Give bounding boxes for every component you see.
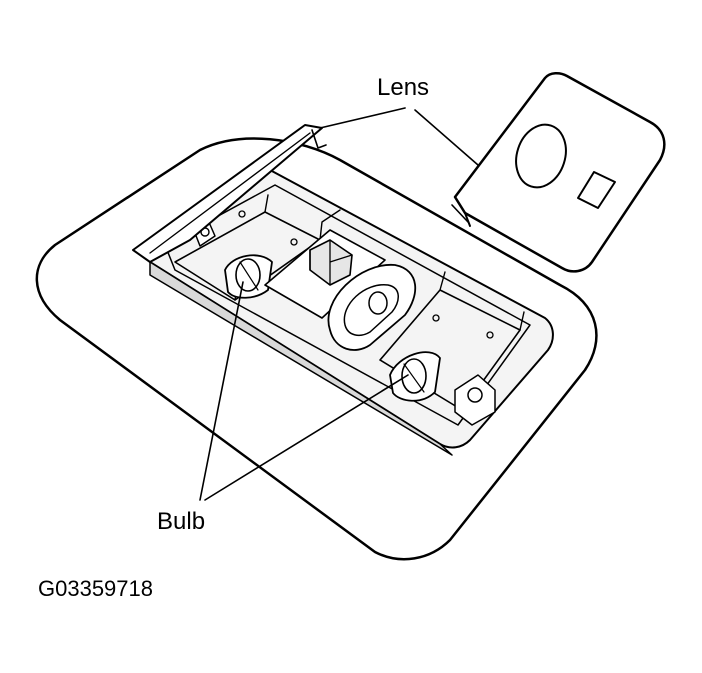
hinge-strip-inner-edge xyxy=(149,132,311,254)
housing-screws xyxy=(238,210,494,339)
bulb-leader-lines xyxy=(199,281,409,501)
left-bulb-socket xyxy=(224,254,273,299)
lens-leader-lines xyxy=(319,107,479,166)
lens-label: Lens xyxy=(377,74,430,101)
right-terminal xyxy=(454,374,496,426)
center-oval-switch xyxy=(327,264,417,351)
bulb-label: Bulb xyxy=(157,508,206,535)
lens-rect-window xyxy=(577,171,616,209)
right-bulb-socket xyxy=(389,351,441,402)
housing-inner-frame xyxy=(164,184,531,426)
center-switch-compartment xyxy=(264,229,386,319)
figure-id: G03359718 xyxy=(38,576,153,601)
lens-cover xyxy=(451,72,666,273)
lens-oval-window xyxy=(515,123,567,189)
hinge-tab xyxy=(311,129,327,149)
housing-front-lip xyxy=(149,261,453,456)
